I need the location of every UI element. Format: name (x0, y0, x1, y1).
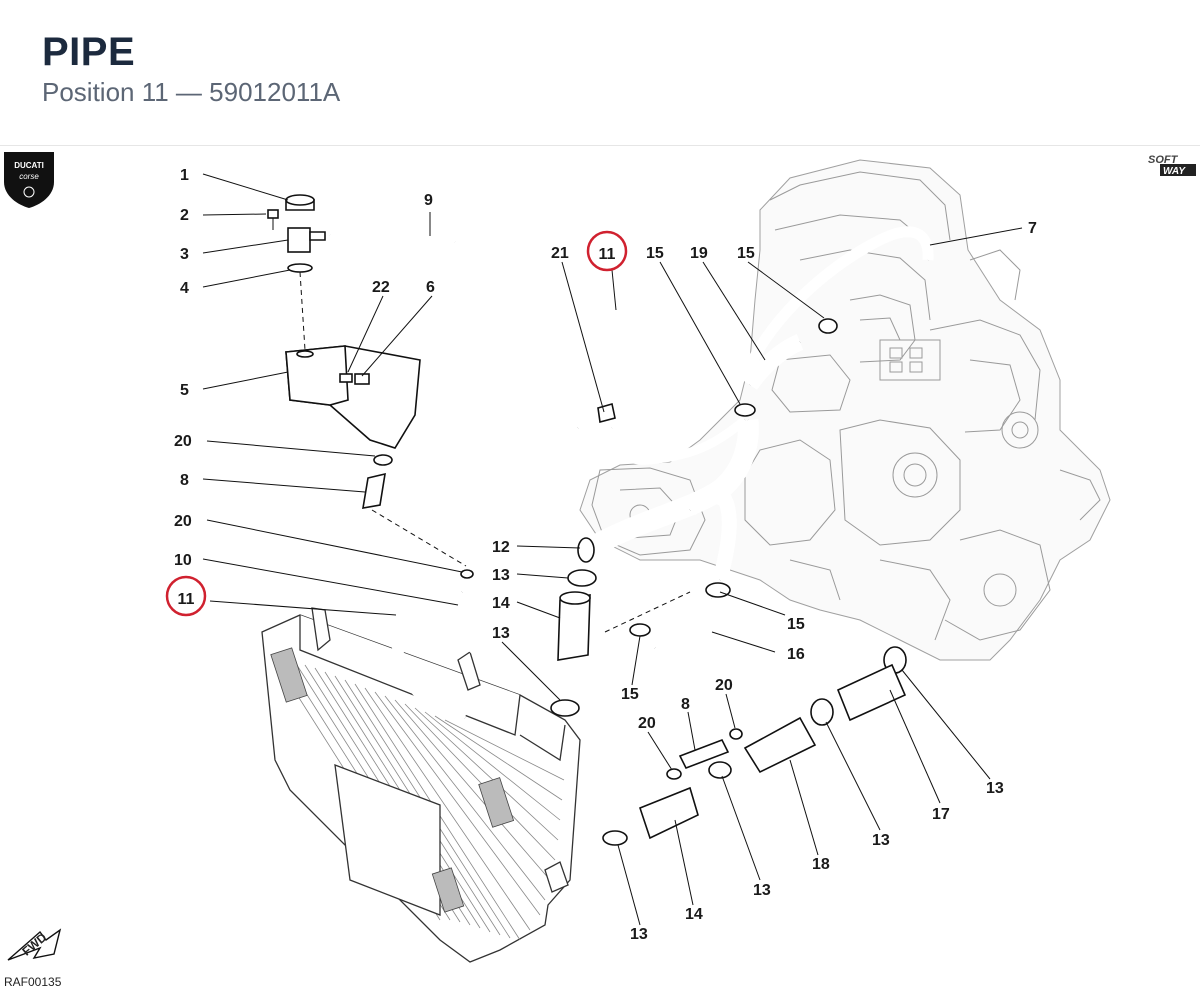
callout-22: 22 (372, 279, 390, 296)
callout-6: 6 (426, 279, 435, 296)
callout-20-c: 20 (715, 677, 733, 694)
expansion-tank (285, 345, 421, 449)
callout-2: 2 (180, 207, 189, 224)
sleeve-18 (743, 716, 817, 774)
callout-12: 12 (492, 539, 510, 556)
callout-15-a: 15 (646, 245, 664, 262)
clamp-20-c (666, 768, 682, 780)
callout-15-d: 15 (621, 686, 639, 703)
screw (267, 209, 279, 230)
filler-neck (287, 227, 326, 253)
clamp-13-a (567, 569, 597, 587)
sleeve-17 (836, 663, 907, 722)
clamp-20-b (460, 569, 474, 579)
parts (267, 194, 907, 846)
callout-21: 21 (551, 245, 569, 262)
callout-13-d: 13 (872, 832, 890, 849)
callout-8-a: 8 (180, 472, 189, 489)
sleeve-14-lower (639, 786, 699, 840)
callout-1: 1 (180, 167, 189, 184)
callout-13-b: 13 (492, 625, 510, 642)
clamp-15-upper (818, 318, 838, 334)
fitting-6 (354, 373, 370, 385)
callout-19: 19 (690, 245, 708, 262)
callout-13-e: 13 (753, 882, 771, 899)
callout-3: 3 (180, 246, 189, 263)
t-fitting-21 (597, 402, 616, 424)
callouts: 1 2 3 4 5 20 8 20 10 11 9 22 6 21 11 15 … (165, 167, 1037, 943)
callout-17: 17 (932, 806, 950, 823)
callout-20-a: 20 (174, 433, 192, 450)
callout-13-c: 13 (986, 780, 1004, 797)
callout-18: 18 (812, 856, 830, 873)
radiator (261, 607, 581, 963)
callout-11-a: 11 (178, 591, 195, 608)
exploded-parts-diagram: 1 2 3 4 5 20 8 20 10 11 9 22 6 21 11 15 … (4, 152, 1196, 989)
fitting-22 (339, 373, 353, 383)
clamp-15-mid (734, 403, 756, 417)
callout-15-b: 15 (737, 245, 755, 262)
highlight-marker-11-top: 11 (586, 230, 628, 272)
clamp-13-c (708, 761, 732, 779)
header-divider (0, 145, 1200, 146)
callout-20-b: 20 (174, 513, 192, 530)
clamp-20 (373, 454, 393, 466)
fwd-arrow-icon: FWD (7, 928, 62, 961)
svg-text:WAY: WAY (1163, 166, 1186, 177)
svg-text:SOFT: SOFT (1148, 154, 1179, 166)
clamp-20-d (729, 728, 743, 740)
o-ring (287, 263, 313, 273)
callout-14-b: 14 (685, 906, 703, 923)
callout-14-a: 14 (492, 595, 510, 612)
filler-cap (285, 194, 315, 211)
engine-block (579, 159, 1111, 661)
leader-lines (202, 173, 1023, 926)
callout-10: 10 (174, 552, 192, 569)
clamp-13-f (602, 830, 628, 846)
callout-20-d: 20 (638, 715, 656, 732)
callout-8-b: 8 (681, 696, 690, 713)
callout-15-c: 15 (787, 616, 805, 633)
callout-13-a: 13 (492, 567, 510, 584)
clamp-15-left (629, 623, 651, 637)
sleeve-8-right (678, 738, 730, 770)
reference-code: RAF00135 (4, 975, 62, 989)
hoses (329, 226, 934, 785)
pipe-11-hose (379, 319, 678, 724)
page-header: PIPE Position 11 — 59012011A (0, 0, 1200, 145)
callout-9: 9 (424, 192, 433, 209)
svg-text:corse: corse (19, 172, 39, 181)
sleeve-8 (362, 472, 386, 509)
hose-12-end (577, 537, 595, 563)
highlight-marker-11-left: 11 (165, 575, 207, 617)
clamp-15-right (705, 582, 731, 598)
page-title: PIPE (42, 30, 136, 74)
callout-11-b: 11 (599, 246, 616, 263)
callout-16: 16 (787, 646, 805, 663)
callout-5: 5 (180, 382, 189, 399)
clamp-13-b (550, 699, 580, 717)
soft-way-logo: SOFT WAY (1148, 154, 1196, 177)
page-subtitle: Position 11 — 59012011A (42, 77, 341, 107)
callout-7: 7 (1028, 220, 1037, 237)
clamp-13-d (810, 698, 834, 726)
callout-4: 4 (180, 280, 189, 297)
callout-13-f: 13 (630, 926, 648, 943)
svg-text:DUCATI: DUCATI (14, 161, 44, 170)
ducati-corse-logo: DUCATI corse (4, 152, 54, 208)
